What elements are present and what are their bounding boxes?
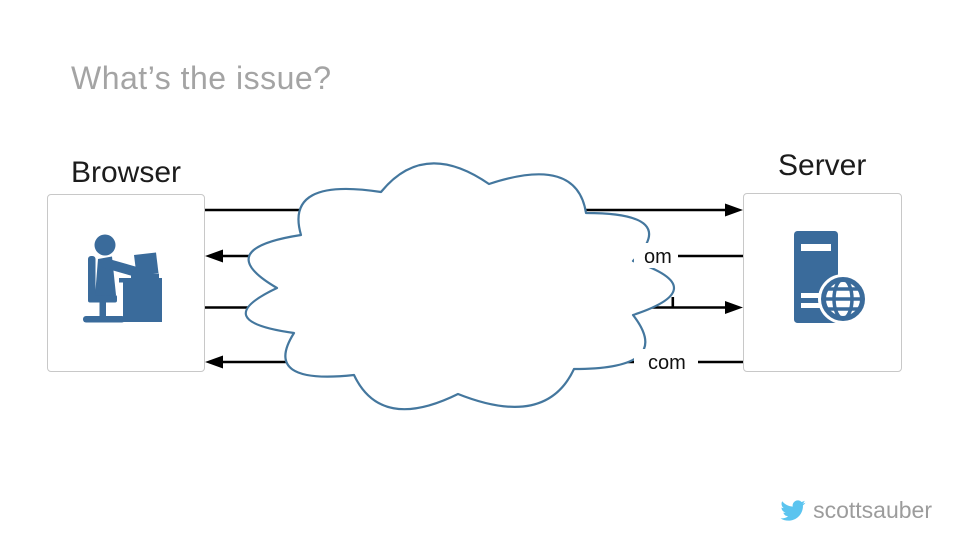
server-label: Server <box>778 149 867 182</box>
server-box <box>743 193 902 372</box>
slide-title: What’s the issue? <box>71 60 332 96</box>
browser-label: Browser <box>71 156 182 189</box>
person-at-desk-icon <box>83 234 162 323</box>
internet-cloud <box>244 162 676 411</box>
arrow4-label-fragment: com <box>648 352 686 374</box>
arrowhead-right-1 <box>725 203 743 217</box>
arrowhead-left-4 <box>205 355 223 369</box>
fragment-backplate-2 <box>634 243 678 268</box>
footer-credit: scottsauber <box>778 497 932 524</box>
arrowhead-left-2 <box>205 249 223 263</box>
fragment-backplate-4 <box>634 349 698 373</box>
arrow2-label-fragment: om <box>644 246 672 268</box>
arrow3-label-fragment <box>671 297 675 307</box>
browser-box <box>47 194 205 372</box>
twitter-bird-icon <box>780 500 806 521</box>
twitter-handle: scottsauber <box>813 497 932 523</box>
server-with-globe-icon <box>794 231 868 324</box>
arrowhead-right-3 <box>725 301 743 314</box>
